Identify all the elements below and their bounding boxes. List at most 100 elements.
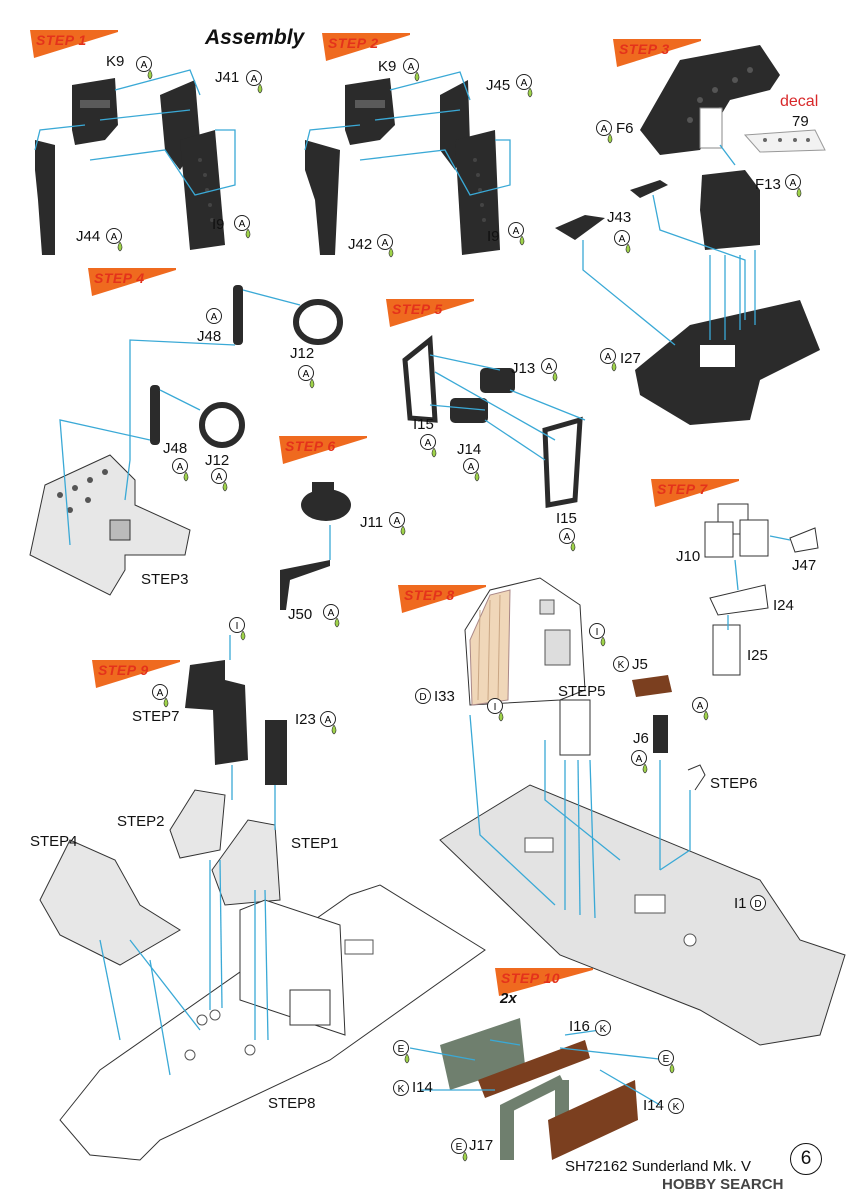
- ref-step8: STEP8: [268, 1095, 316, 1112]
- ref-step7: STEP7: [132, 708, 180, 725]
- svg-text:A: A: [619, 234, 626, 245]
- svg-text:K: K: [618, 660, 625, 671]
- step-1-label: STEP 1: [36, 32, 87, 48]
- part-j5: J5: [632, 656, 648, 673]
- step-10-flag: STEP 10: [495, 968, 595, 996]
- step-10-parts: [409, 1018, 669, 1160]
- ref-step1: STEP1: [291, 835, 339, 852]
- svg-text:A: A: [177, 462, 184, 473]
- step-2-parts: [304, 71, 511, 255]
- svg-text:A: A: [216, 472, 223, 483]
- svg-text:A: A: [605, 352, 612, 363]
- svg-text:A: A: [382, 238, 389, 249]
- step-6-label: STEP 6: [285, 438, 336, 454]
- part-j50: J50: [288, 606, 313, 623]
- step-3-label: STEP 3: [619, 41, 670, 57]
- svg-text:A: A: [521, 78, 528, 89]
- svg-text:K: K: [600, 1024, 607, 1035]
- ref-step5: STEP5: [558, 683, 606, 700]
- part-j11: J11: [360, 514, 384, 531]
- step-4-label: STEP 4: [94, 270, 145, 286]
- svg-text:A: A: [325, 715, 332, 726]
- svg-text:K: K: [673, 1102, 680, 1113]
- part-j13: J13: [511, 360, 536, 377]
- step-7-flag: STEP 7: [651, 479, 741, 507]
- part-k9-step1: K9: [106, 53, 125, 70]
- part-f13: F13: [755, 176, 781, 193]
- svg-text:A: A: [111, 232, 118, 243]
- svg-text:E: E: [398, 1044, 405, 1055]
- part-i15-left: I15: [413, 416, 434, 433]
- part-j6: J6: [633, 730, 649, 747]
- part-j14: J14: [457, 441, 482, 458]
- page-title: Assembly: [205, 26, 305, 49]
- part-i14-right: I14: [643, 1097, 664, 1114]
- step-10-label: STEP 10: [501, 970, 561, 986]
- step-3-flag: STEP 3: [613, 39, 703, 67]
- part-i24: I24: [773, 597, 794, 614]
- step-2-flag: STEP 2: [322, 33, 412, 61]
- part-j17: J17: [469, 1137, 494, 1154]
- svg-text:K: K: [398, 1084, 405, 1095]
- part-i15-right: I15: [556, 510, 577, 527]
- svg-text:A: A: [468, 462, 475, 473]
- part-i9-step2: I9: [487, 228, 500, 245]
- svg-text:A: A: [697, 701, 704, 712]
- step-9-label: STEP 9: [98, 662, 149, 678]
- ref-step3: STEP3: [141, 571, 189, 588]
- step-6-flag: STEP 6: [279, 436, 369, 464]
- part-f6: F6: [616, 120, 634, 137]
- part-i23: I23: [295, 711, 316, 728]
- svg-text:A: A: [211, 312, 218, 323]
- svg-text:A: A: [513, 226, 520, 237]
- svg-text:A: A: [251, 74, 258, 85]
- part-j12-lower: J12: [205, 452, 230, 469]
- part-i1: I1: [734, 895, 747, 912]
- decal-number: 79: [792, 113, 809, 130]
- step-8-label: STEP 8: [404, 587, 455, 603]
- svg-text:I: I: [596, 627, 599, 638]
- part-j48-lower: J48: [163, 440, 188, 457]
- part-j48-upper: J48: [197, 328, 222, 345]
- step-5-parts: [402, 335, 586, 508]
- footer-kit-name: SH72162 Sunderland Mk. V: [565, 1158, 751, 1175]
- step-7-parts: [704, 503, 819, 676]
- paint-badges: A A A A A A A A A A A A A A A A A A A A …: [106, 56, 802, 1162]
- part-j43: J43: [607, 209, 632, 226]
- ref-step2: STEP2: [117, 813, 165, 830]
- svg-text:A: A: [328, 608, 335, 619]
- step-4-parts: [29, 285, 343, 596]
- part-j44: J44: [76, 228, 101, 245]
- step-3-parts: [555, 45, 826, 425]
- part-j47: J47: [792, 557, 817, 574]
- svg-text:A: A: [546, 362, 553, 373]
- svg-text:I: I: [236, 621, 239, 632]
- step-5-label: STEP 5: [392, 301, 443, 317]
- svg-text:A: A: [601, 124, 608, 135]
- decal-label: decal: [780, 93, 819, 110]
- svg-text:I: I: [494, 702, 497, 713]
- svg-text:E: E: [456, 1142, 463, 1153]
- part-i33: I33: [434, 688, 455, 705]
- step-4-flag: STEP 4: [88, 268, 178, 296]
- step-2-label: STEP 2: [328, 35, 379, 51]
- step-8-flag: STEP 8: [398, 585, 488, 613]
- part-j41: J41: [215, 69, 240, 86]
- part-i27: I27: [620, 350, 641, 367]
- step-1-flag: STEP 1: [30, 30, 120, 58]
- step-1-parts: [34, 69, 236, 255]
- svg-text:E: E: [663, 1054, 670, 1065]
- part-i25: I25: [747, 647, 768, 664]
- part-i9-step1: I9: [212, 216, 225, 233]
- step-8-parts: [439, 577, 846, 1046]
- svg-text:A: A: [141, 60, 148, 71]
- svg-text:A: A: [564, 532, 571, 543]
- step-5-flag: STEP 5: [386, 299, 476, 327]
- part-j42: J42: [348, 236, 373, 253]
- part-i14-left: I14: [412, 1079, 433, 1096]
- part-j10: J10: [676, 548, 701, 565]
- svg-text:A: A: [303, 369, 310, 380]
- part-i16: I16: [569, 1018, 590, 1035]
- ref-step6: STEP6: [710, 775, 758, 792]
